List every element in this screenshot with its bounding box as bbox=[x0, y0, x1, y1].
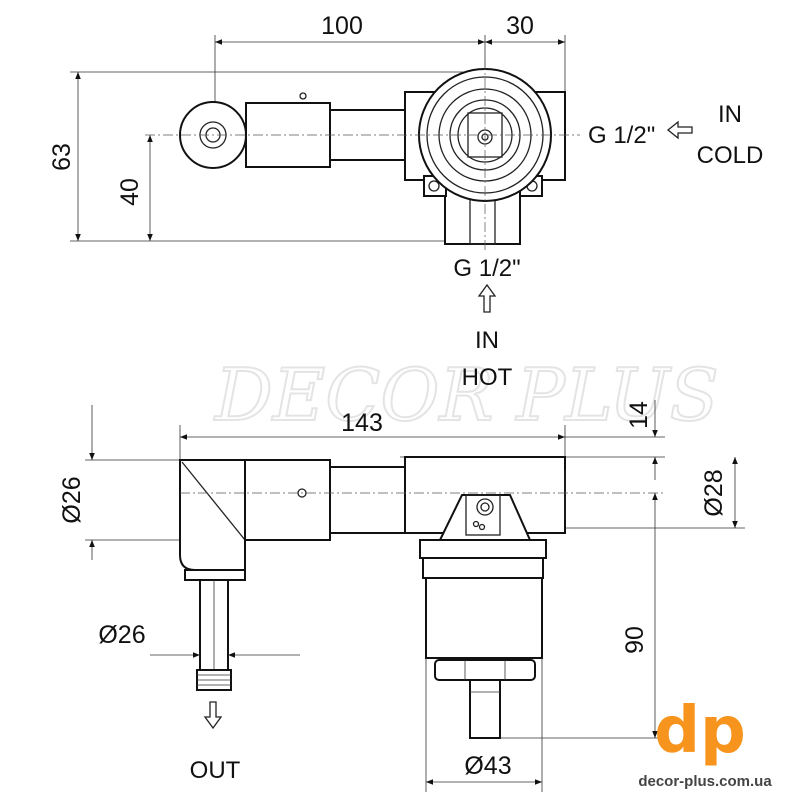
dim-40: 40 bbox=[116, 178, 144, 206]
dim-30: 30 bbox=[506, 12, 534, 40]
dim-63: 63 bbox=[48, 143, 76, 171]
brand-logo: dp decor-plus.com.ua bbox=[638, 694, 772, 790]
hot-label: HOT bbox=[462, 364, 513, 391]
arrow-up-icon bbox=[477, 283, 497, 313]
hot-thread-label: G 1/2" bbox=[453, 255, 520, 282]
dim-14: 14 bbox=[625, 401, 653, 429]
side-view: 143 14 Ø26 Ø28 Ø26 OUT 90 Ø43 bbox=[58, 400, 745, 792]
top-view: 100 30 63 40 G 1/2" IN COLD G 1/2" IN HO… bbox=[48, 12, 763, 391]
cold-in-label: IN bbox=[718, 101, 742, 128]
logo-mark: dp bbox=[654, 694, 746, 768]
outlet-elbow-side bbox=[179, 459, 246, 571]
cold-label: COLD bbox=[697, 142, 764, 169]
dim-100: 100 bbox=[321, 12, 363, 40]
dim-cartridge-dia: Ø43 bbox=[464, 752, 511, 780]
outlet-thread bbox=[196, 669, 232, 691]
out-label: OUT bbox=[190, 757, 241, 784]
cartridge bbox=[425, 577, 543, 659]
cartridge-stem bbox=[469, 679, 501, 739]
watermark: DECOR PLUS bbox=[213, 353, 719, 437]
dim-elbow-dia: Ø26 bbox=[58, 476, 86, 523]
logo-url: decor-plus.com.ua bbox=[638, 773, 772, 790]
cartridge-nut bbox=[434, 659, 536, 681]
arrow-left-icon bbox=[666, 120, 693, 140]
hot-in-label: IN bbox=[475, 327, 499, 354]
dim-90: 90 bbox=[621, 626, 649, 654]
dim-143: 143 bbox=[341, 409, 383, 437]
cold-thread-label: G 1/2" bbox=[588, 122, 655, 149]
arrow-down-icon bbox=[203, 701, 223, 730]
dim-body-dia: Ø28 bbox=[700, 469, 728, 516]
dim-outlet-dia: Ø26 bbox=[98, 621, 145, 649]
